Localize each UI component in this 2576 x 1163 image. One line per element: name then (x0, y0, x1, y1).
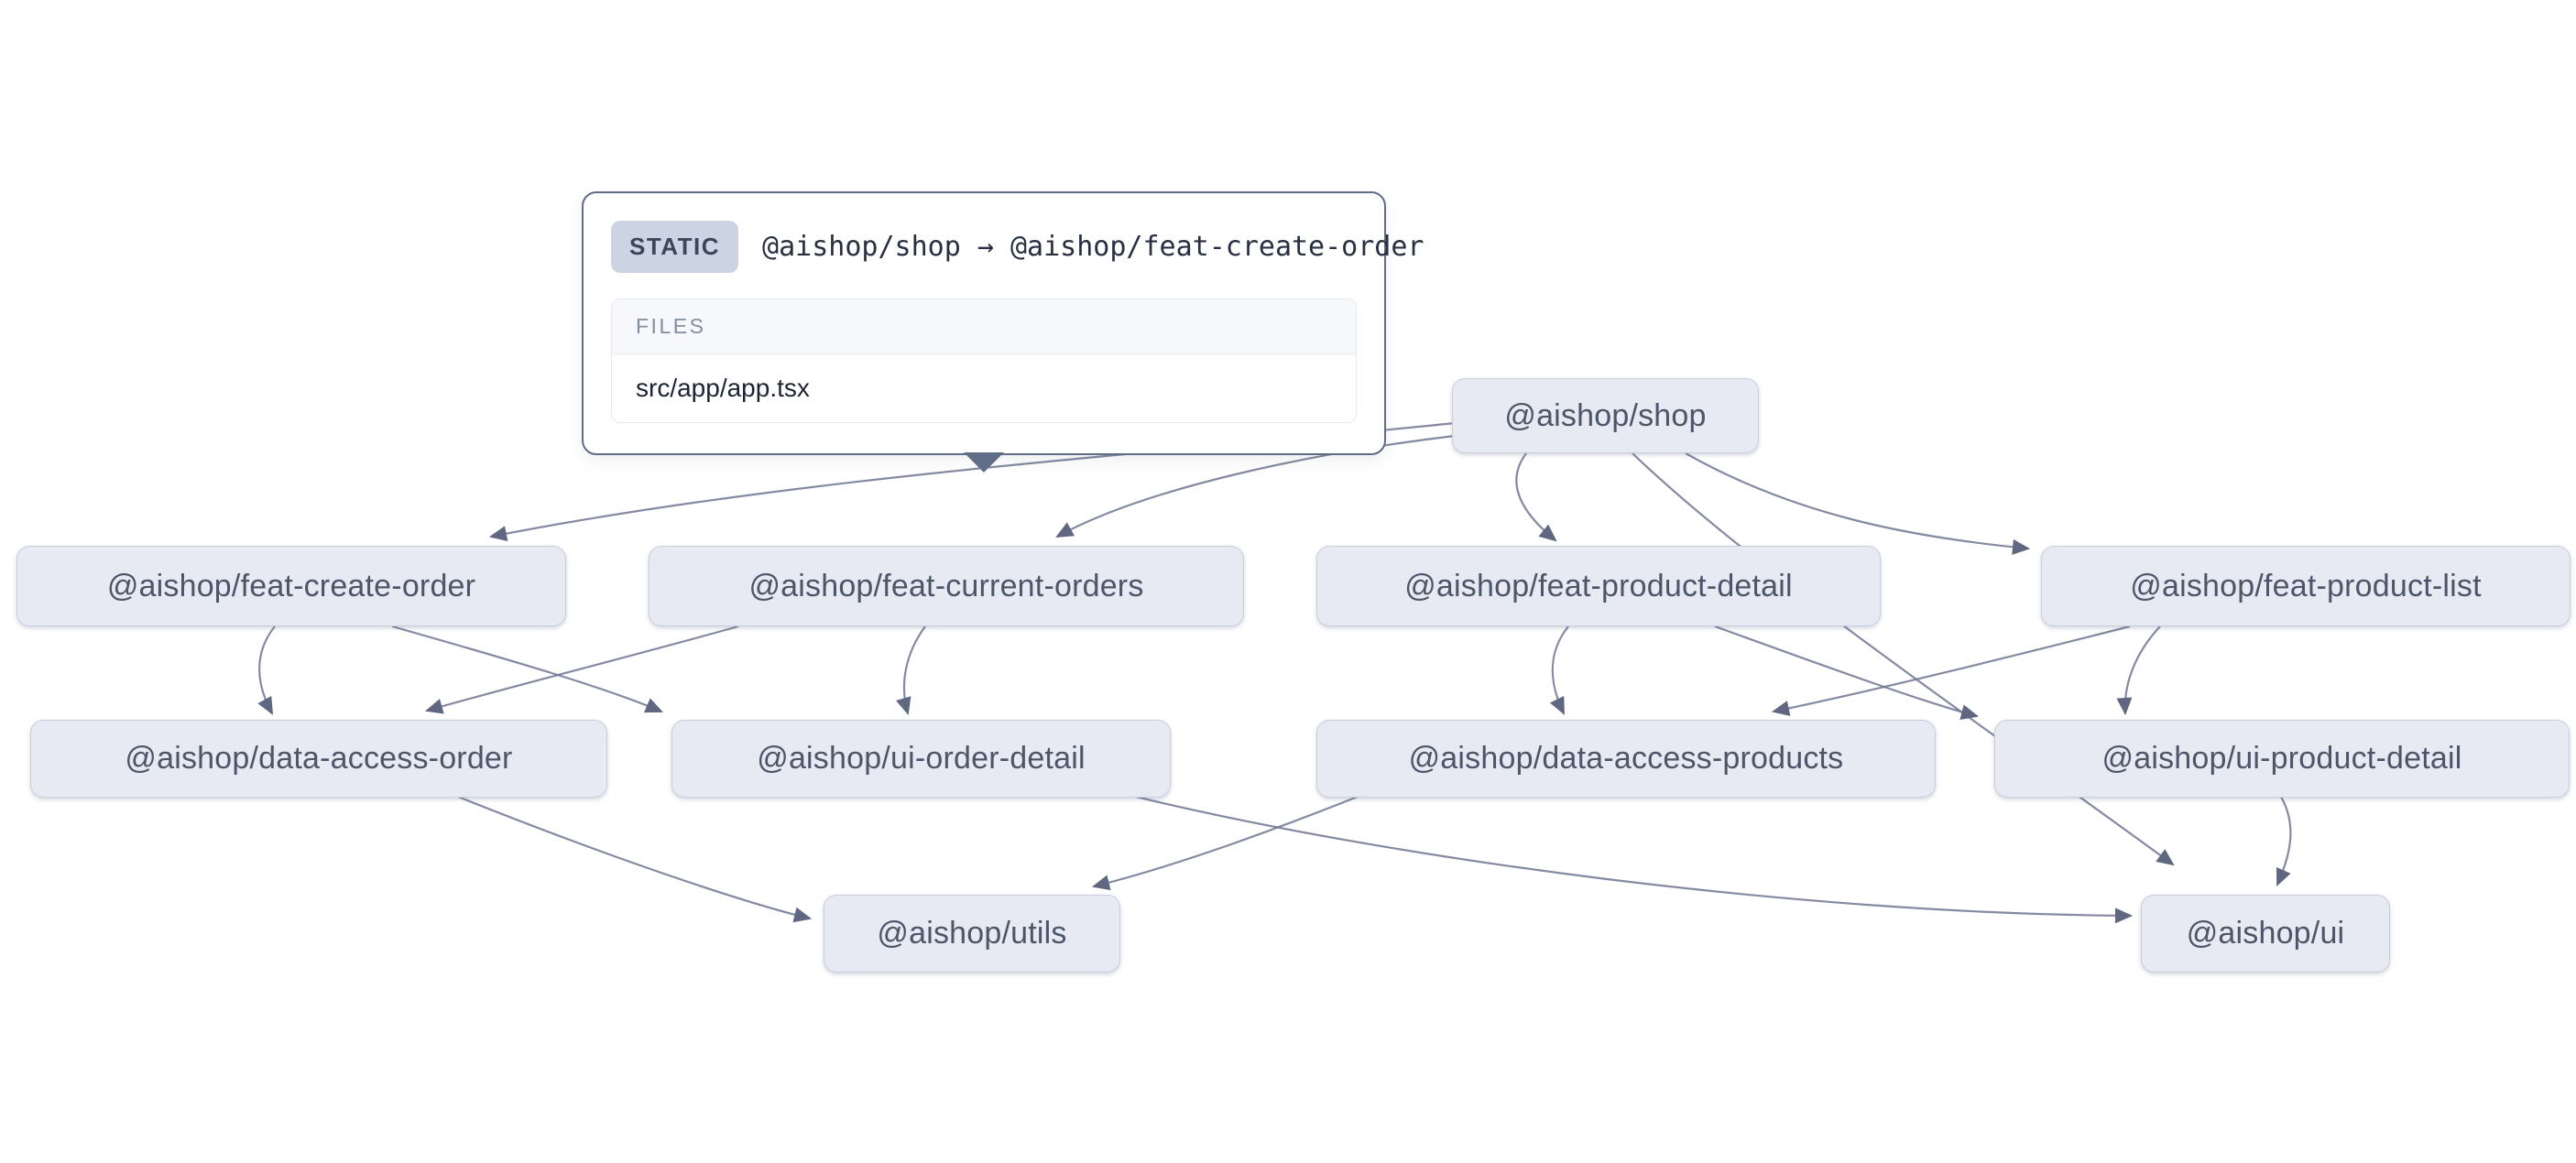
graph-node-ui[interactable]: @aishop/ui (2141, 895, 2390, 973)
graph-node-utils[interactable]: @aishop/utils (824, 895, 1120, 973)
graph-edge-shop--feat-current-orders[interactable] (1055, 434, 1456, 538)
graph-node-feat-current-orders[interactable]: @aishop/feat-current-orders (649, 546, 1244, 626)
graph-edge-feat-product-list--data-access-products[interactable] (1771, 625, 2131, 716)
graph-node-ui-product-detail[interactable]: @aishop/ui-product-detail (1994, 720, 2570, 798)
graph-node-feat-product-list[interactable]: @aishop/feat-product-list (2041, 546, 2571, 626)
graph-node-feat-product-detail[interactable]: @aishop/feat-product-detail (1316, 546, 1881, 626)
graph-node-data-access-products[interactable]: @aishop/data-access-products (1316, 720, 1936, 798)
tooltip-caret-icon (964, 452, 1004, 473)
graph-edge-feat-create-order--ui-order-detail[interactable] (391, 625, 663, 713)
tooltip-header: STATIC @aishop/shop → @aishop/feat-creat… (611, 221, 1424, 273)
graph-node-ui-order-detail[interactable]: @aishop/ui-order-detail (671, 720, 1171, 798)
graph-edge-ui-product-detail--ui[interactable] (2276, 796, 2292, 886)
graph-edge-feat-product-detail--ui-product-detail[interactable] (1714, 625, 1980, 720)
graph-edge-feat-product-list--ui-product-detail[interactable] (2116, 625, 2161, 716)
edge-title: @aishop/shop → @aishop/feat-create-order (762, 231, 1424, 263)
graph-edge-feat-current-orders--ui-order-detail[interactable] (896, 625, 926, 716)
graph-edge-feat-current-orders--data-access-order[interactable] (424, 625, 739, 714)
files-panel-header: FILES (612, 299, 1356, 354)
graph-node-data-access-order[interactable]: @aishop/data-access-order (30, 720, 607, 798)
graph-edge-shop--feat-product-detail[interactable] (1515, 452, 1557, 542)
graph-edge-ui-order-detail--ui[interactable] (1135, 795, 2134, 924)
edge-tooltip: STATIC @aishop/shop → @aishop/feat-creat… (582, 191, 1424, 473)
file-path-row[interactable]: src/app/app.tsx (612, 354, 1356, 422)
files-panel: FILES src/app/app.tsx (611, 299, 1357, 423)
graph-edge-shop--ui[interactable] (1632, 452, 2175, 866)
graph-node-feat-create-order[interactable]: @aishop/feat-create-order (16, 546, 566, 626)
graph-edge-data-access-order--utils[interactable] (457, 795, 813, 923)
graph-edge-data-access-products--utils[interactable] (1091, 795, 1359, 891)
graph-node-shop[interactable]: @aishop/shop (1452, 378, 1759, 453)
graph-edge-shop--feat-product-list[interactable] (1685, 452, 2031, 555)
graph-edge-feat-product-detail--data-access-products[interactable] (1549, 625, 1569, 715)
graph-edge-feat-create-order--data-access-order[interactable] (257, 625, 276, 715)
edge-type-badge: STATIC (611, 221, 739, 273)
